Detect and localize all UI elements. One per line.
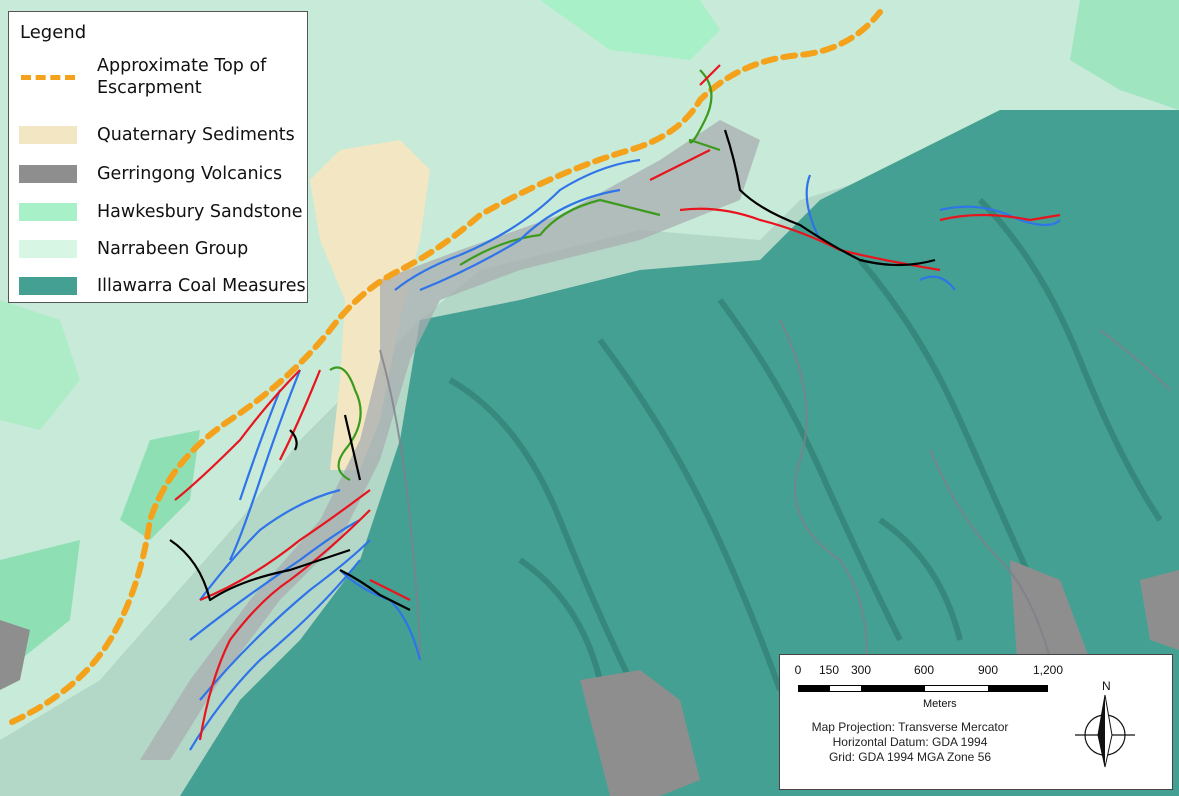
gerringong-volcanics-area-4 — [0, 620, 30, 690]
escarpment-line — [9, 9, 883, 725]
survey-traces — [169, 64, 1061, 751]
legend-label-illawarra: Illawarra Coal Measures — [97, 276, 306, 296]
hawkesbury-sandstone-area — [540, 0, 720, 60]
creek-lines — [379, 319, 1171, 701]
scale-tick: 0 — [794, 663, 802, 677]
north-label: N — [1102, 679, 1111, 693]
projection-text: Map Projection: Transverse Mercator — [811, 720, 1009, 734]
hawkesbury-sandstone-area-3 — [0, 300, 80, 430]
trace-blue — [189, 158, 1061, 751]
legend-label-quaternary: Quaternary Sediments — [97, 125, 295, 145]
hawkesbury-sandstone-area-4 — [120, 430, 200, 540]
scale-tick: 1,200 — [1032, 663, 1064, 677]
illawarra-swatch — [19, 277, 77, 295]
illawarra-coal-measures-area — [180, 110, 1179, 796]
scale-units: Meters — [923, 698, 957, 710]
scale-tick: 600 — [913, 663, 935, 677]
legend-label-gerringong: Gerringong Volcanics — [97, 164, 283, 184]
grid-text: Grid: GDA 1994 MGA Zone 56 — [828, 750, 992, 764]
scale-info-box: 0 150 300 600 900 1,200 Meters Map Proje… — [779, 654, 1173, 790]
trace-black — [169, 129, 936, 611]
legend-item-quaternary: Quaternary Sediments — [19, 120, 295, 150]
hawkesbury-swatch — [19, 203, 77, 221]
dashed-line-icon — [19, 68, 77, 86]
terrain-shading — [448, 197, 1163, 702]
legend-item-escarpment: Approximate Top of Escarpment — [19, 56, 266, 98]
legend-item-illawarra: Illawarra Coal Measures — [19, 271, 306, 301]
legend-item-narrabeen: Narrabeen Group — [19, 234, 248, 264]
narrabeen-swatch — [19, 240, 77, 258]
scale-tick: 300 — [850, 663, 872, 677]
legend-item-gerringong: Gerringong Volcanics — [19, 159, 282, 189]
scale-segment — [829, 685, 862, 692]
scale-segment — [861, 685, 925, 692]
legend-label-hawkesbury: Hawkesbury Sandstone — [97, 202, 303, 222]
scale-segment — [924, 685, 989, 692]
scale-tick: 900 — [977, 663, 999, 677]
trace-red — [174, 64, 1061, 741]
legend-title: Legend — [20, 22, 87, 43]
scale-segment — [798, 685, 830, 692]
map-legend: Legend Approximate Top of Escarpment Qua… — [8, 11, 308, 303]
gerringong-volcanics-area — [580, 670, 700, 796]
legend-item-hawkesbury: Hawkesbury Sandstone — [19, 197, 302, 227]
north-arrow-icon — [1075, 694, 1135, 768]
scale-tick: 150 — [818, 663, 840, 677]
trace-green — [329, 69, 721, 481]
legend-label-narrabeen: Narrabeen Group — [97, 239, 249, 259]
hawkesbury-sandstone-area-2 — [1070, 0, 1179, 110]
scale-segment — [988, 685, 1048, 692]
gerringong-volcanics-area-3 — [1140, 570, 1179, 650]
legend-label-escarpment: Approximate Top of Escarpment — [97, 56, 267, 98]
quaternary-swatch — [19, 126, 77, 144]
quaternary-sediments-area — [310, 140, 430, 470]
map-projection-info: Map Projection: Transverse Mercator Hori… — [810, 720, 1010, 765]
gerringong-swatch — [19, 165, 77, 183]
datum-text: Horizontal Datum: GDA 1994 — [832, 735, 988, 749]
